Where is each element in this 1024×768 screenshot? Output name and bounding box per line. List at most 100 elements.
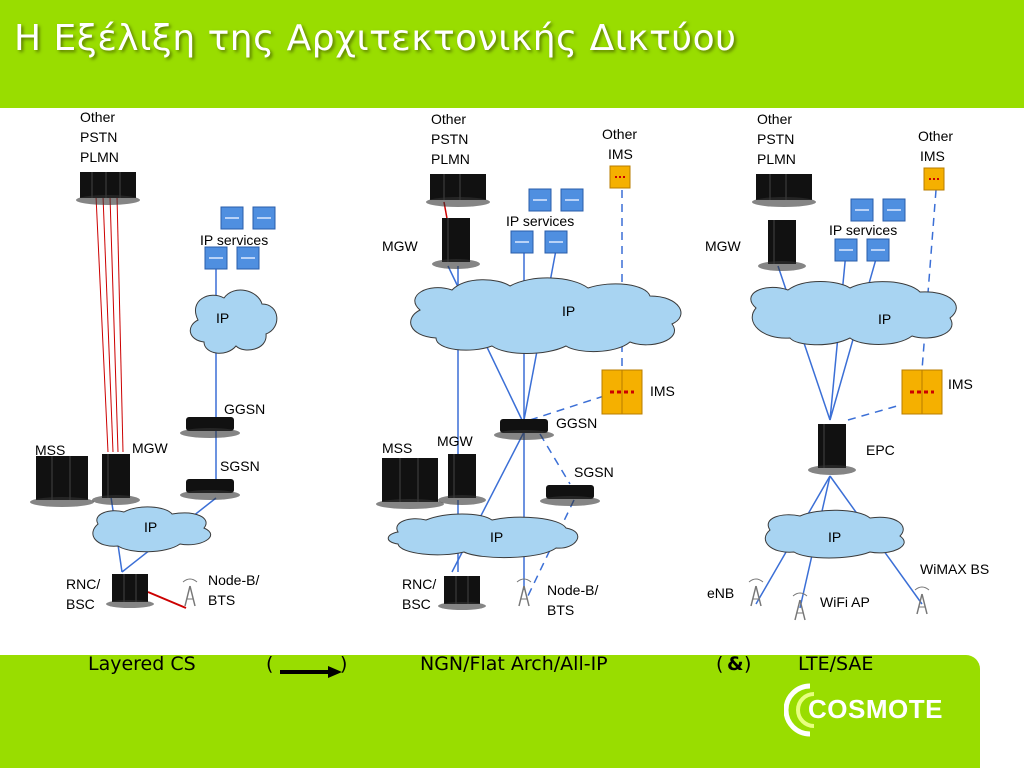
ims-label: IMS — [948, 376, 973, 392]
mss-server-icon — [30, 456, 94, 507]
ggsn-router-icon — [494, 419, 554, 440]
ampersand: & — [727, 653, 744, 675]
ggsn-label: GGSN — [224, 401, 265, 417]
other-pstn-label-2: PSTN — [80, 129, 117, 145]
ip-service-icon — [544, 230, 568, 254]
ip-service-icon — [850, 198, 874, 222]
ip-service-icon — [252, 206, 276, 230]
title-bar — [0, 0, 1024, 108]
rnc-bsc-label-2: BSC — [402, 596, 431, 612]
network-evolution-diagram: Other PSTN PLMN IP services IP GGSN SGSN… — [30, 109, 989, 621]
ip-service-icon — [204, 246, 228, 270]
ip-service-icon — [834, 238, 858, 262]
ims-label: IMS — [650, 383, 675, 399]
ip-bottom-label: IP — [144, 519, 157, 535]
sgsn-label: SGSN — [220, 458, 260, 474]
ip-cloud-bottom — [764, 509, 905, 559]
ip-bottom-label: IP — [490, 529, 503, 545]
right-dashed-links — [847, 189, 937, 421]
mgw-label: MGW — [437, 433, 474, 449]
middle-dashed-links — [525, 190, 623, 601]
other-pstn-label-3: PLMN — [431, 151, 470, 167]
ip-services-label: IP services — [200, 232, 268, 248]
rnc-nodeb-link — [147, 591, 187, 609]
ip-service-icon — [560, 188, 584, 212]
ip-cloud-bottom — [387, 513, 579, 559]
panel-lte-sae: Other PSTN PLMN Other IMS IP services MG… — [705, 111, 989, 621]
nodeb-bts-label-2: BTS — [208, 592, 235, 608]
other-ims-icon — [923, 167, 945, 191]
rnc-bsc-label-1: RNC/ — [402, 576, 436, 592]
arrow-close-paren: ) — [340, 653, 348, 675]
amp-close-paren: ) — [744, 653, 752, 675]
mss-label: MSS — [382, 440, 412, 456]
ip-cloud-label: IP — [878, 311, 891, 327]
ip-service-icon — [866, 238, 890, 262]
other-pstn-label-1: Other — [757, 111, 792, 127]
ip-service-icon — [882, 198, 906, 222]
caption-layered-cs: Layered CS — [88, 653, 196, 675]
other-pstn-label-2: PSTN — [757, 131, 794, 147]
other-ims-label-1: Other — [918, 128, 953, 144]
panel-layered-cs: Other PSTN PLMN IP services IP GGSN SGSN… — [30, 109, 278, 612]
other-pstn-label-2: PSTN — [431, 131, 468, 147]
ggsn-router-icon — [180, 417, 240, 438]
cosmote-logo-text: COSMOTE — [808, 694, 943, 724]
sgsn-router-icon — [540, 485, 600, 506]
mgw-server-icon — [431, 217, 481, 270]
other-pstn-server-icon — [426, 174, 490, 207]
arrow-right-icon — [280, 666, 342, 678]
mss-server-icon — [376, 458, 444, 509]
other-ims-icon — [609, 165, 631, 189]
epc-label: EPC — [866, 442, 895, 458]
antenna-icon — [182, 578, 198, 607]
ip-service-icon — [528, 188, 552, 212]
other-pstn-label-3: PLMN — [80, 149, 119, 165]
sgsn-router-icon — [180, 479, 240, 500]
rnc-bsc-server-icon — [438, 576, 486, 610]
ip-cloud-bottom — [92, 506, 212, 553]
ip-cloud-label: IP — [216, 310, 229, 326]
ip-cloud — [189, 289, 278, 354]
nodeb-bts-label-1: Node-B/ — [208, 572, 259, 588]
wimax-bs-antenna-icon — [914, 586, 930, 615]
footer-bar — [0, 655, 980, 768]
arrow-open-paren: ( — [266, 653, 274, 675]
ip-cloud-label: IP — [562, 303, 575, 319]
amp-open-paren: ( — [716, 653, 724, 675]
other-ims-label-2: IMS — [608, 146, 633, 162]
legacy-trunk-lines — [95, 195, 124, 453]
mgw-label: MGW — [705, 238, 742, 254]
rnc-bsc-label-1: RNC/ — [66, 576, 100, 592]
epc-server-icon — [807, 423, 857, 476]
ims-icon — [600, 368, 644, 416]
nodeb-bts-label-2: BTS — [547, 602, 574, 618]
sgsn-label: SGSN — [574, 464, 614, 480]
mgw-label: MGW — [132, 440, 169, 456]
rnc-bsc-server-icon — [106, 574, 154, 608]
rnc-bsc-label-2: BSC — [66, 596, 95, 612]
other-pstn-server-icon — [76, 172, 140, 205]
other-pstn-label-1: Other — [431, 111, 466, 127]
wimax-bs-label: WiMAX BS — [920, 561, 989, 577]
mgw-top-label: MGW — [382, 238, 419, 254]
ip-cloud — [750, 281, 957, 346]
ip-bottom-label: IP — [828, 529, 841, 545]
ggsn-label: GGSN — [556, 415, 597, 431]
ip-services-label: IP services — [506, 213, 574, 229]
mss-label: MSS — [35, 442, 65, 458]
ims-icon — [900, 368, 944, 416]
mgw-server-icon — [757, 219, 807, 272]
ip-service-icon — [510, 230, 534, 254]
caption-lte-sae: LTE/SAE — [798, 653, 874, 675]
other-pstn-label-3: PLMN — [757, 151, 796, 167]
ip-service-icon — [220, 206, 244, 230]
caption-ngn: NGN/Flat Arch/All-IP — [420, 653, 608, 675]
ip-service-icon — [236, 246, 260, 270]
wifi-ap-label: WiFi AP — [820, 594, 870, 610]
mgw-server-icon — [91, 453, 141, 506]
other-ims-label-2: IMS — [920, 148, 945, 164]
panel-ngn-all-ip: Other PSTN PLMN Other IMS IP services MG… — [376, 111, 682, 618]
other-ims-label-1: Other — [602, 126, 637, 142]
ip-services-label: IP services — [829, 222, 897, 238]
